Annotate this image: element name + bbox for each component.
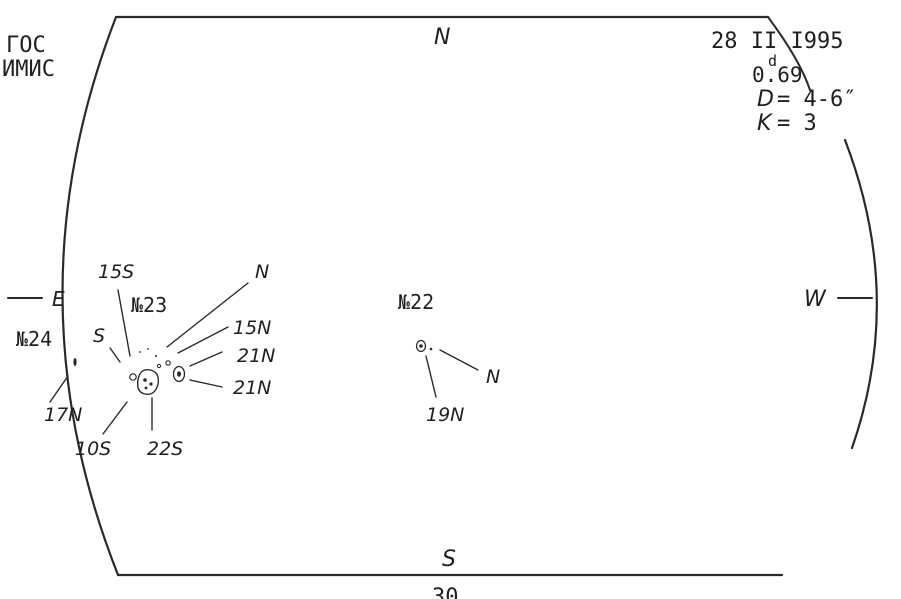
spot-umbra (177, 371, 181, 377)
spot-pore (129, 373, 137, 381)
group-22-label-19n: 19N (426, 404, 464, 426)
group-24-label-17n: 17N (44, 404, 82, 426)
group-23-label-10s: 10S (75, 438, 111, 460)
page-number: 30 (432, 585, 459, 599)
spot-pore (165, 360, 171, 366)
seeing-d-value: = 4-6″ (777, 87, 856, 112)
time-superscript: d (768, 52, 777, 70)
group-23-label-21n-b: 21N (233, 377, 271, 399)
spot-umbra (149, 382, 153, 386)
observation-date: 28 II I995 (711, 29, 843, 54)
group-23-label-s: S (93, 325, 105, 347)
leader-17n (49, 375, 69, 403)
disk-outline (61, 15, 878, 577)
north-label: N (434, 25, 450, 50)
quality-k-label: K (757, 111, 773, 136)
observation-time: 0.69 (752, 63, 803, 87)
quality-k-value: = 3 (777, 111, 817, 136)
seeing-d-label: D (757, 87, 774, 112)
group-23-label-15s: 15S (98, 261, 134, 283)
sunspot-group-23: №23 15S S N 15N 21N 21N 10S 22S (75, 261, 275, 460)
spot-penumbra (415, 339, 427, 353)
spot-pore (429, 347, 433, 351)
spot-dot (147, 348, 149, 350)
group-23-label-15n: 15N (233, 317, 271, 339)
leader-21n-a (189, 351, 223, 367)
spot-umbra (143, 378, 147, 382)
spot-dot (155, 355, 157, 357)
east-label: E (52, 287, 65, 311)
leader-s (109, 347, 121, 363)
spot-penumbra (136, 369, 160, 395)
west-label: W (804, 287, 827, 312)
spot-pore (73, 358, 77, 366)
south-label: S (442, 547, 456, 572)
group-23-label-n: N (255, 261, 269, 283)
stamp-line-2: ИМИС (2, 57, 55, 82)
leader-21n-b (189, 379, 223, 388)
spot-umbra (419, 344, 423, 348)
spot-penumbra (172, 365, 186, 383)
group-24-number: №24 (16, 327, 52, 351)
sunspot-group-22: №22 N 19N (398, 290, 500, 426)
group-23-number: №23 (131, 293, 167, 317)
leader-n (166, 282, 249, 348)
disk-outline-upper-right (767, 16, 811, 91)
spot-pore (156, 363, 162, 369)
leader-10s (102, 401, 128, 435)
group-22-number: №22 (398, 290, 434, 314)
group-23-label-22s: 22S (147, 438, 183, 460)
leader-22-n (439, 349, 479, 371)
stamp-line-1: ГОС (6, 33, 46, 58)
spot-dot (139, 351, 141, 353)
leader-15s (117, 289, 131, 357)
leader-22-19n (425, 355, 437, 398)
group-22-label-n: N (486, 366, 500, 388)
spot-umbra (144, 386, 148, 390)
sunspot-group-24: №24 17N (16, 327, 82, 426)
leader-15n (177, 326, 229, 354)
group-23-label-21n-a: 21N (237, 345, 275, 367)
